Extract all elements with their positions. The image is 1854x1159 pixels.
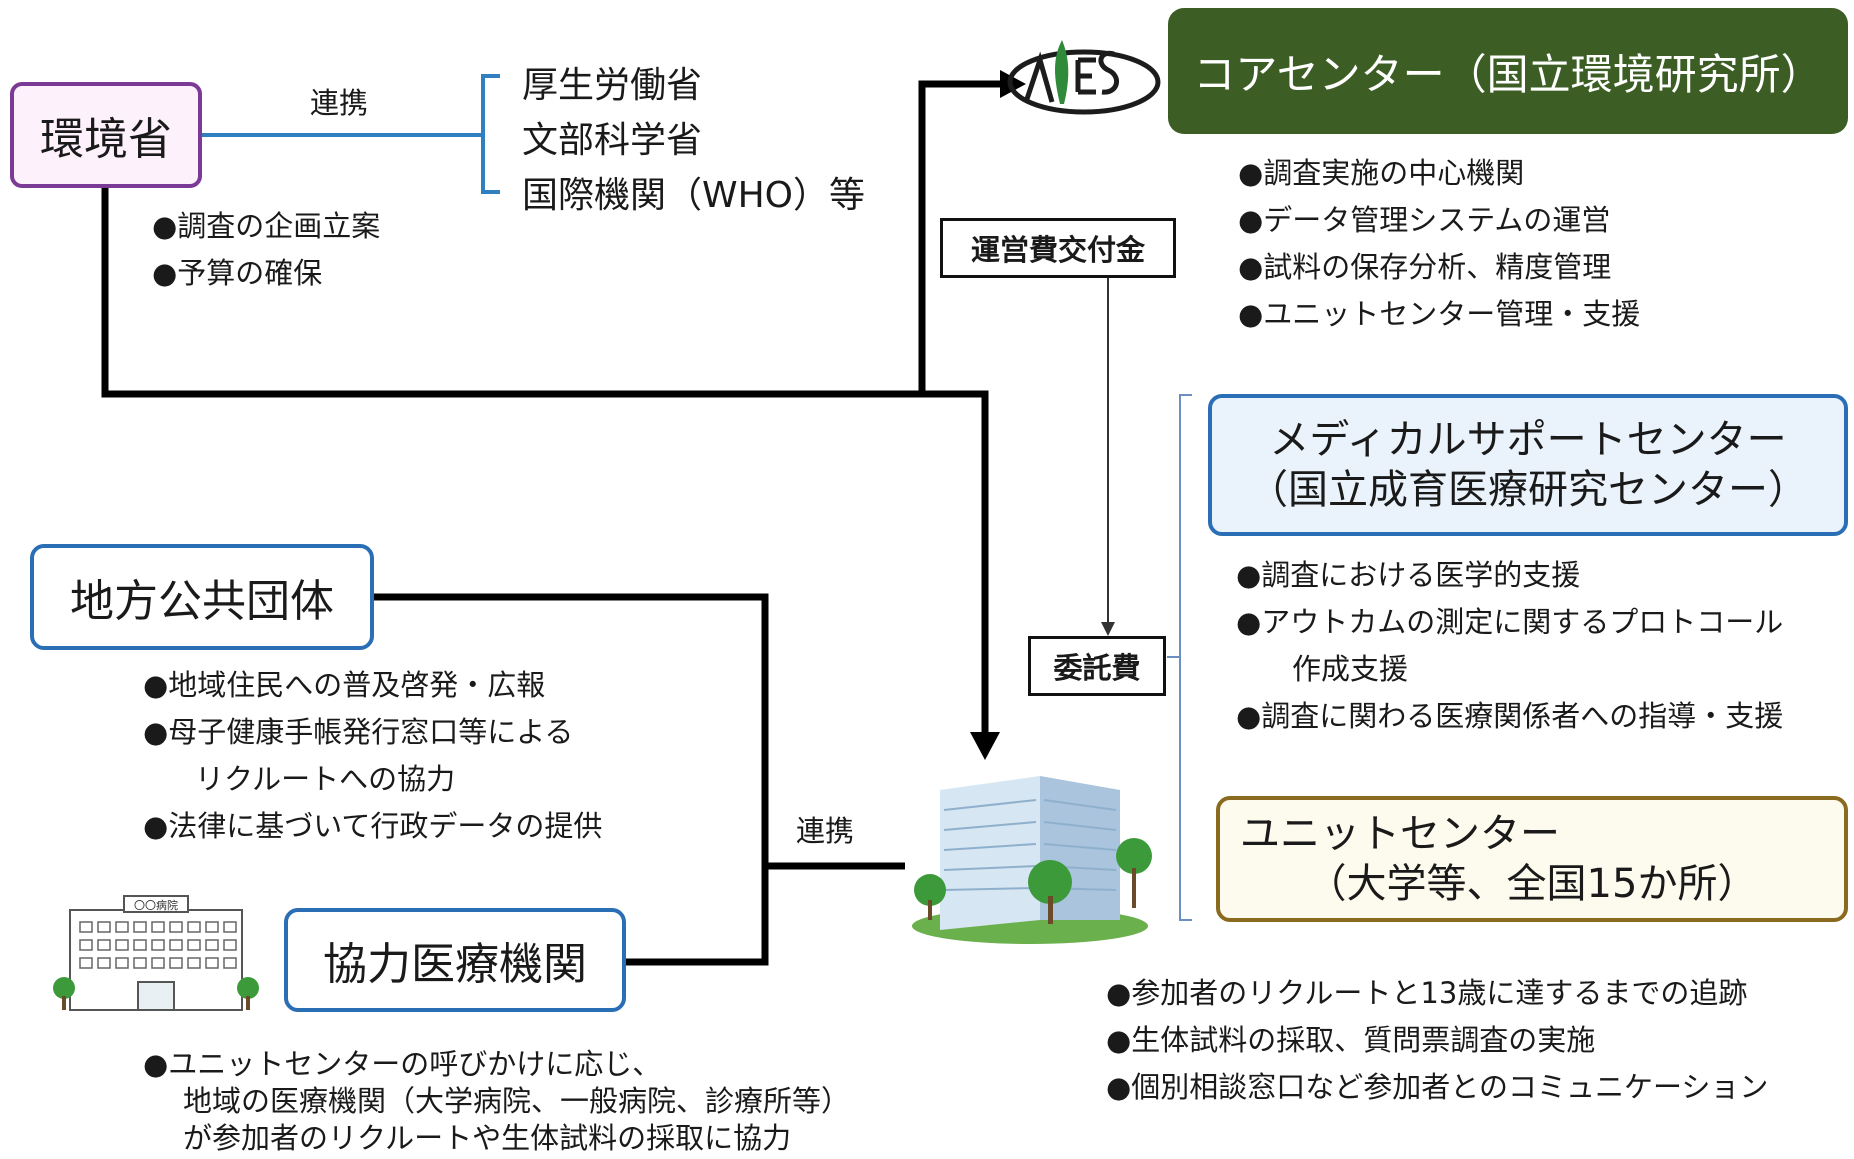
medical-support-box: メディカルサポートセンター （国立成育医療研究センター）: [1208, 394, 1848, 536]
core-bullet: ●データ管理システムの運営: [1238, 203, 1611, 237]
medical-bullet: ●アウトカムの測定に関するプロトコール: [1236, 605, 1784, 639]
core-bullets: ●調査実施の中心機関 ●データ管理システムの運営 ●試料の保存分析、精度管理 ●…: [1238, 150, 1640, 338]
coop-medical-title: 協力医療機関: [323, 939, 587, 990]
unit-title-line2: （大学等、全国15か所）: [1306, 861, 1758, 907]
local-gov-title: 地方公共団体: [70, 576, 334, 627]
core-bullet: ●ユニットセンター管理・支援: [1238, 297, 1641, 331]
core-bullet: ●試料の保存分析、精度管理: [1238, 250, 1612, 284]
coop-bullet: 地域の医療機関（大学病院、一般病院、診療所等）: [183, 1084, 851, 1118]
unit-bullet: ●個別相談窓口など参加者とのコミュニケーション: [1106, 1070, 1769, 1104]
commission-fee-text: 委託費: [1053, 651, 1141, 685]
operating-grant-label: 運営費交付金: [940, 218, 1176, 278]
jecs-logo-icon: [1007, 40, 1161, 115]
local-gov-box: 地方公共団体: [30, 544, 374, 650]
unit-bullet: ●生体試料の採取、質問票調査の実施: [1106, 1023, 1596, 1057]
partner-mext: 文部科学省: [522, 120, 703, 161]
medical-bullet: 作成支援: [1292, 652, 1409, 686]
coop-bullets: ●ユニットセンターの呼びかけに応じ、 地域の医療機関（大学病院、一般病院、診療所…: [143, 1046, 850, 1157]
line-to-core: [918, 80, 1000, 394]
right-bracket: [1179, 394, 1192, 921]
local-bullet: リクルートへの協力: [195, 762, 456, 796]
unit-title-line1: ユニットセンター: [1240, 811, 1560, 857]
core-bullet: ●調査実施の中心機関: [1238, 156, 1525, 190]
local-bullets: ●地域住民への普及啓発・広報 ●母子健康手帳発行窓口等による リクルートへの協力…: [143, 662, 602, 850]
medical-title-line1: メディカルサポートセンター: [1269, 417, 1787, 463]
medical-title-line2: （国立成育医療研究センター）: [1248, 467, 1808, 513]
local-bullet: ●法律に基づいて行政データの提供: [143, 809, 603, 843]
partner-list: 厚生労働省 文部科学省 国際機関（WHO）等: [522, 58, 865, 223]
core-center-title: コアセンター（国立環境研究所）: [1193, 49, 1823, 99]
partner-mhlw: 厚生労働省: [522, 65, 703, 106]
core-center-box: コアセンター（国立環境研究所）: [1168, 8, 1848, 134]
moe-bullet: ●予算の確保: [152, 256, 323, 290]
funding-arrow: [1101, 622, 1115, 636]
line-to-unit: [880, 390, 989, 732]
unit-bullets: ●参加者のリクルートと13歳に達するまでの追跡 ●生体試料の採取、質問票調査の実…: [1106, 970, 1768, 1111]
medical-bullets: ●調査における医学的支援 ●アウトカムの測定に関するプロトコール 作成支援 ●調…: [1236, 552, 1783, 740]
renkei-label: 連携: [796, 814, 855, 848]
coop-bullet: が参加者のリクルートや生体試料の採取に協力: [183, 1121, 792, 1155]
moe-box: 環境省: [10, 82, 202, 188]
partner-who: 国際機関（WHO）等: [522, 175, 866, 216]
operating-grant-text: 運営費交付金: [970, 233, 1145, 267]
moe-bullet: ●調査の企画立案: [152, 209, 381, 243]
partner-bracket: [481, 74, 500, 194]
arrow-to-core: [1000, 70, 1026, 98]
coop-bullet: ●ユニットセンターの呼びかけに応じ、: [143, 1047, 662, 1081]
local-coop-line: [372, 593, 769, 966]
local-bullet: ●母子健康手帳発行窓口等による: [143, 715, 574, 749]
unit-center-box: ユニットセンター （大学等、全国15か所）: [1216, 796, 1848, 922]
moe-bullets: ●調査の企画立案 ●予算の確保: [152, 203, 380, 297]
moe-renkei-label: 連携: [310, 86, 369, 120]
moe-main-line: [101, 188, 985, 398]
unit-bullet: ●参加者のリクルートと13歳に達するまでの追跡: [1106, 976, 1748, 1010]
arrow-to-unit: [970, 732, 1000, 760]
unit-building-icon: [912, 776, 1152, 944]
hospital-icon: 〇〇病院: [53, 895, 259, 1011]
hospital-sign: 〇〇病院: [134, 898, 178, 912]
commission-fee-label: 委託費: [1028, 636, 1166, 696]
local-bullet: ●地域住民への普及啓発・広報: [143, 668, 546, 702]
moe-title: 環境省: [40, 114, 172, 165]
coop-medical-box: 協力医療機関: [284, 908, 626, 1012]
medical-bullet: ●調査に関わる医療関係者への指導・支援: [1236, 699, 1784, 733]
medical-bullet: ●調査における医学的支援: [1236, 558, 1581, 592]
